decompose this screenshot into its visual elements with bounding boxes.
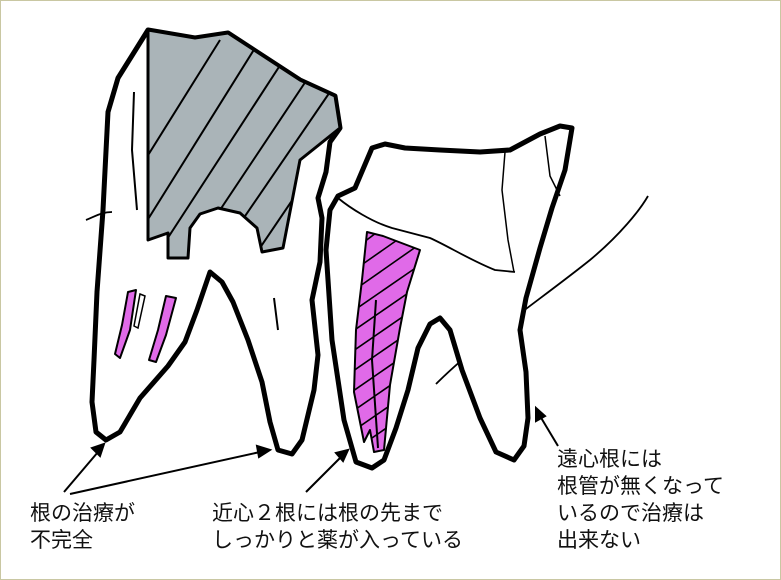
right-crown-seam-2 xyxy=(544,135,561,197)
right-canal-filling xyxy=(353,231,421,453)
label-left-line-2: 不完全 xyxy=(30,528,93,552)
label-distal-root: 遠心根には 根管が無くなって いるので治療は 出来ない xyxy=(557,446,724,554)
left-canal-3 xyxy=(133,292,146,330)
canal-divider xyxy=(370,299,379,449)
label-right-line-4: 出来ない xyxy=(557,528,641,552)
left-canal-2 xyxy=(148,295,177,363)
arrow-left-2 xyxy=(69,444,273,495)
label-middle-line-2: しっかりと薬が入っている xyxy=(212,528,463,552)
label-left-line-1: 根の治療が xyxy=(30,501,135,525)
arrow-right xyxy=(535,405,559,447)
right-crown-seam xyxy=(501,151,515,273)
bone-line-left xyxy=(85,211,113,221)
label-mesial-roots: 近心２根には根の先まで しっかりと薬が入っている xyxy=(212,500,463,554)
right-enamel-line xyxy=(337,197,516,273)
label-right-line-1: 遠心根には xyxy=(557,447,662,471)
label-right-line-3: いるので治療は xyxy=(557,501,704,525)
left-distal-canal-line xyxy=(273,297,279,331)
label-incomplete-treatment: 根の治療が 不完全 xyxy=(30,500,135,554)
arrow-left-1 xyxy=(63,442,106,493)
label-right-line-2: 根管が無くなって xyxy=(557,474,724,498)
left-inner-line xyxy=(130,91,138,211)
label-middle-line-1: 近心２根には根の先まで xyxy=(212,501,443,525)
left-canal-1 xyxy=(114,289,137,359)
arrow-middle xyxy=(305,448,350,493)
